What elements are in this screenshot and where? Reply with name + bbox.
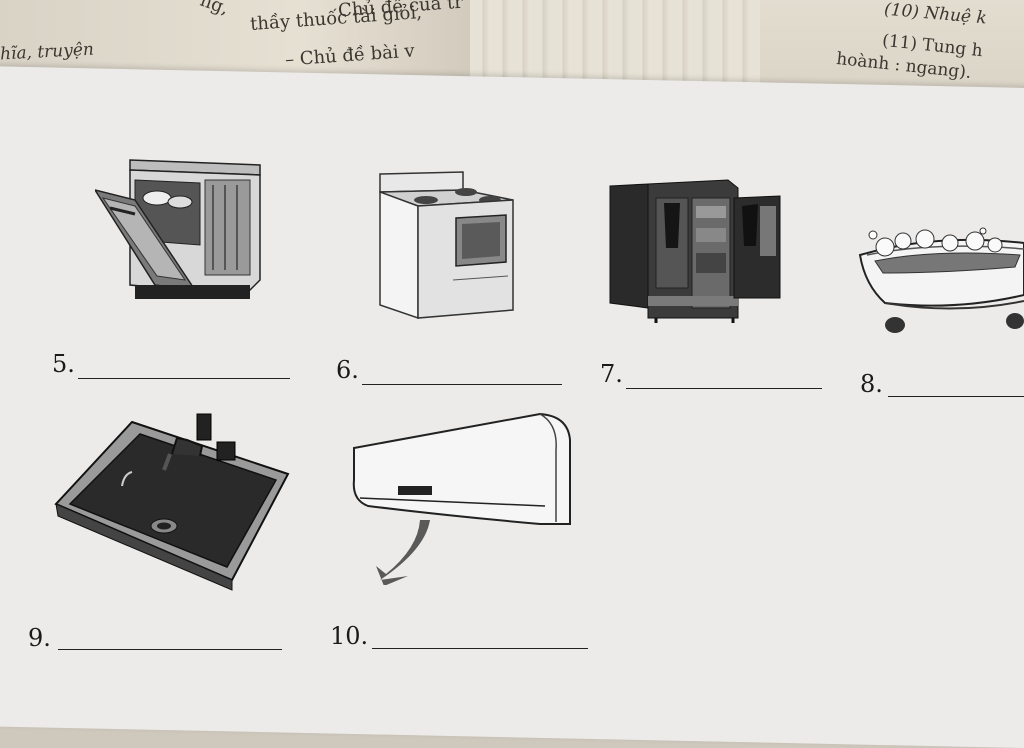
answer-blank-7[interactable]: [626, 388, 822, 389]
air-conditioner-icon: [352, 412, 571, 585]
item-number-8: 8.: [860, 370, 883, 398]
item-number-9: 9.: [28, 624, 51, 652]
bathtub-icon: [858, 227, 1024, 333]
item-number-5: 5.: [52, 350, 75, 378]
item-number-10: 10.: [330, 622, 369, 650]
answer-blank-6[interactable]: [362, 384, 562, 385]
answer-blank-9[interactable]: [58, 649, 282, 650]
answer-blank-10[interactable]: [372, 648, 588, 649]
item-number-6: 6.: [336, 356, 359, 384]
answer-blank-5[interactable]: [78, 378, 290, 379]
stove-icon: [379, 171, 514, 320]
answer-blank-8[interactable]: [888, 396, 1024, 397]
wardrobe-icon: [609, 179, 781, 323]
dishwasher-icon: [95, 159, 261, 299]
sink-icon: [54, 413, 290, 591]
item-number-7: 7.: [600, 360, 623, 388]
